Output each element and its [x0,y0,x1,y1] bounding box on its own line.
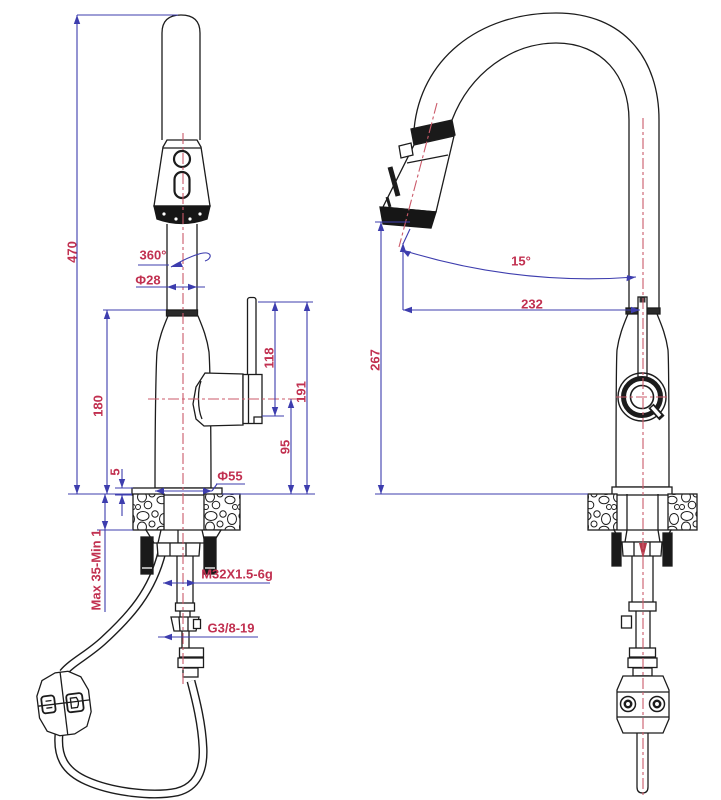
spray-head-side [379,119,456,229]
dim-spout-height-label: 267 [367,349,383,371]
spray-wand [153,14,211,225]
counterweight [36,670,92,737]
dim-overall-height-label: 470 [64,241,80,263]
dim-pivot-height-label: 95 [277,439,293,455]
front-view [36,14,263,799]
dim-lever-top-height-label: 191 [293,381,309,403]
countertop-section-right [203,493,241,531]
dim-lever-height-label: 118 [261,347,277,369]
dimension-arrowheads [73,15,640,641]
g38-connector [170,616,200,632]
side-view [379,12,698,794]
gooseneck-spout [413,12,660,308]
handle-lever [246,296,257,378]
countertop-side-left [587,493,618,531]
dim-shank-thread-label: M32X1.5-6g [201,566,273,582]
dimension-lines [68,14,640,638]
dim-base-diameter-label: Φ55 [217,468,243,484]
dim-counter-thickness-label: Max 35-Min 1 [88,529,104,611]
shank-and-fittings [170,556,205,678]
pulldown-hose [54,550,208,799]
faucet-body-side [611,296,673,496]
mounting-hardware-side [611,529,673,567]
spray-mode-button [172,149,192,169]
dim-swivel-angle-label: 360° [139,247,167,263]
spray-toggle-button [173,170,191,200]
dim-tube-diameter-label: Φ28 [135,272,161,288]
dim-reach-label: 232 [521,296,543,312]
spout-neck [165,224,199,317]
dim-supply-thread-label: G3/8-19 [207,620,255,636]
dim-base-plate-label: 5 [107,468,123,476]
countertop-side-right [667,493,698,531]
dim-body-height-label: 180 [90,395,106,417]
dim-spout-angle-label: 15° [511,253,531,269]
centerlines [148,102,670,795]
spray-nozzle [153,205,211,225]
countertop-section-left [132,493,165,531]
